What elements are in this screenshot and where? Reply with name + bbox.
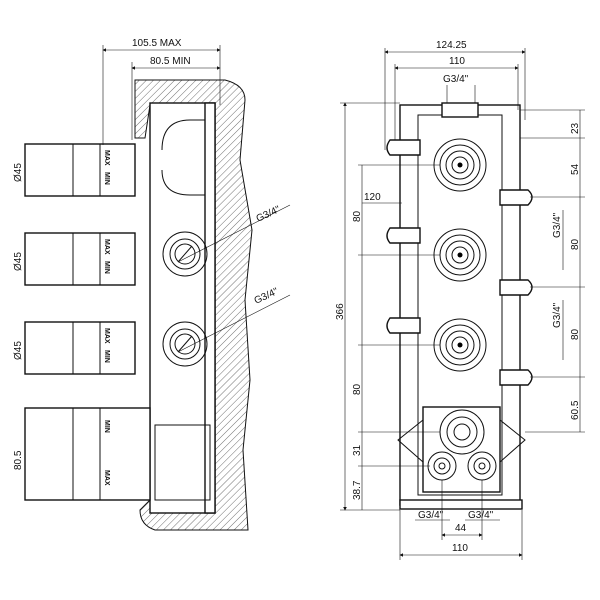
knob-3 (24, 321, 136, 375)
left-dim-label: 31 (352, 444, 363, 456)
right-dim-label: 60.5 (570, 400, 581, 420)
mounting-plate (204, 102, 216, 514)
left-dim-label: 80 (352, 210, 363, 222)
thread-label: G3/4" (253, 286, 281, 307)
thread-label: G3/4" (255, 204, 283, 225)
right-dim-label: 23 (570, 122, 581, 134)
knob-min-label: MIN (103, 172, 110, 185)
diverter-block (154, 424, 211, 501)
knob-max-label: MAX (103, 150, 110, 166)
overall-height-label: 366 (335, 303, 346, 320)
knob-max-label: MAX (103, 239, 110, 255)
knob-max-label: MAX (103, 470, 110, 486)
right-thread-label: G3/4" (552, 212, 563, 238)
side-cartridge-1 (162, 231, 208, 277)
side-view: MAX MIN MAX MIN MAX MIN MIN MAX 105.5 MA… (13, 38, 291, 531)
knob-min-label: MIN (103, 420, 110, 433)
knob-diameter-label: Ø45 (13, 341, 24, 360)
bracket-dim-label: 120 (364, 192, 381, 203)
outlet-spacing-label: 44 (455, 523, 467, 534)
knob-min-label: MIN (103, 350, 110, 363)
right-thread-label: G3/4" (552, 302, 563, 328)
knob-4 (24, 407, 151, 501)
front-view: 124.25 110 G3/4" 23 54 80 80 60.5 G3/4" … (335, 40, 585, 560)
left-dim-label: 38.7 (352, 480, 363, 500)
body-width-label: 110 (449, 56, 465, 67)
right-dim-label: 80 (570, 328, 581, 340)
bottom-thread-label: G3/4" (468, 510, 494, 521)
bottom-plate (399, 499, 523, 510)
depth-min-label: 80.5 MIN (150, 56, 191, 67)
left-dim-label: 80 (352, 383, 363, 395)
knob-diameter-label: Ø45 (13, 163, 24, 182)
diverter-cartridge (439, 409, 485, 455)
bottom-thread-label: G3/4" (418, 510, 444, 521)
diverter-housing (422, 406, 501, 493)
right-dim-label: 54 (570, 163, 581, 175)
knob-diameter-label: Ø45 (13, 252, 24, 271)
top-thread-label: G3/4" (443, 74, 469, 85)
knob-min-label: MIN (103, 261, 110, 274)
overall-width-label: 124.25 (436, 40, 467, 51)
knob-2 (24, 232, 136, 286)
bottom-width-label: 110 (452, 543, 468, 554)
right-dim-label: 80 (570, 238, 581, 250)
knob-max-label: MAX (103, 328, 110, 344)
top-inlet (441, 102, 479, 118)
knob-1 (24, 143, 136, 197)
top-cartridge (161, 119, 206, 196)
side-cartridge-2 (162, 321, 208, 367)
bottom-knob-height-label: 80.5 (13, 450, 24, 470)
depth-max-label: 105.5 MAX (132, 38, 182, 49)
diverter-brackets (397, 419, 526, 463)
